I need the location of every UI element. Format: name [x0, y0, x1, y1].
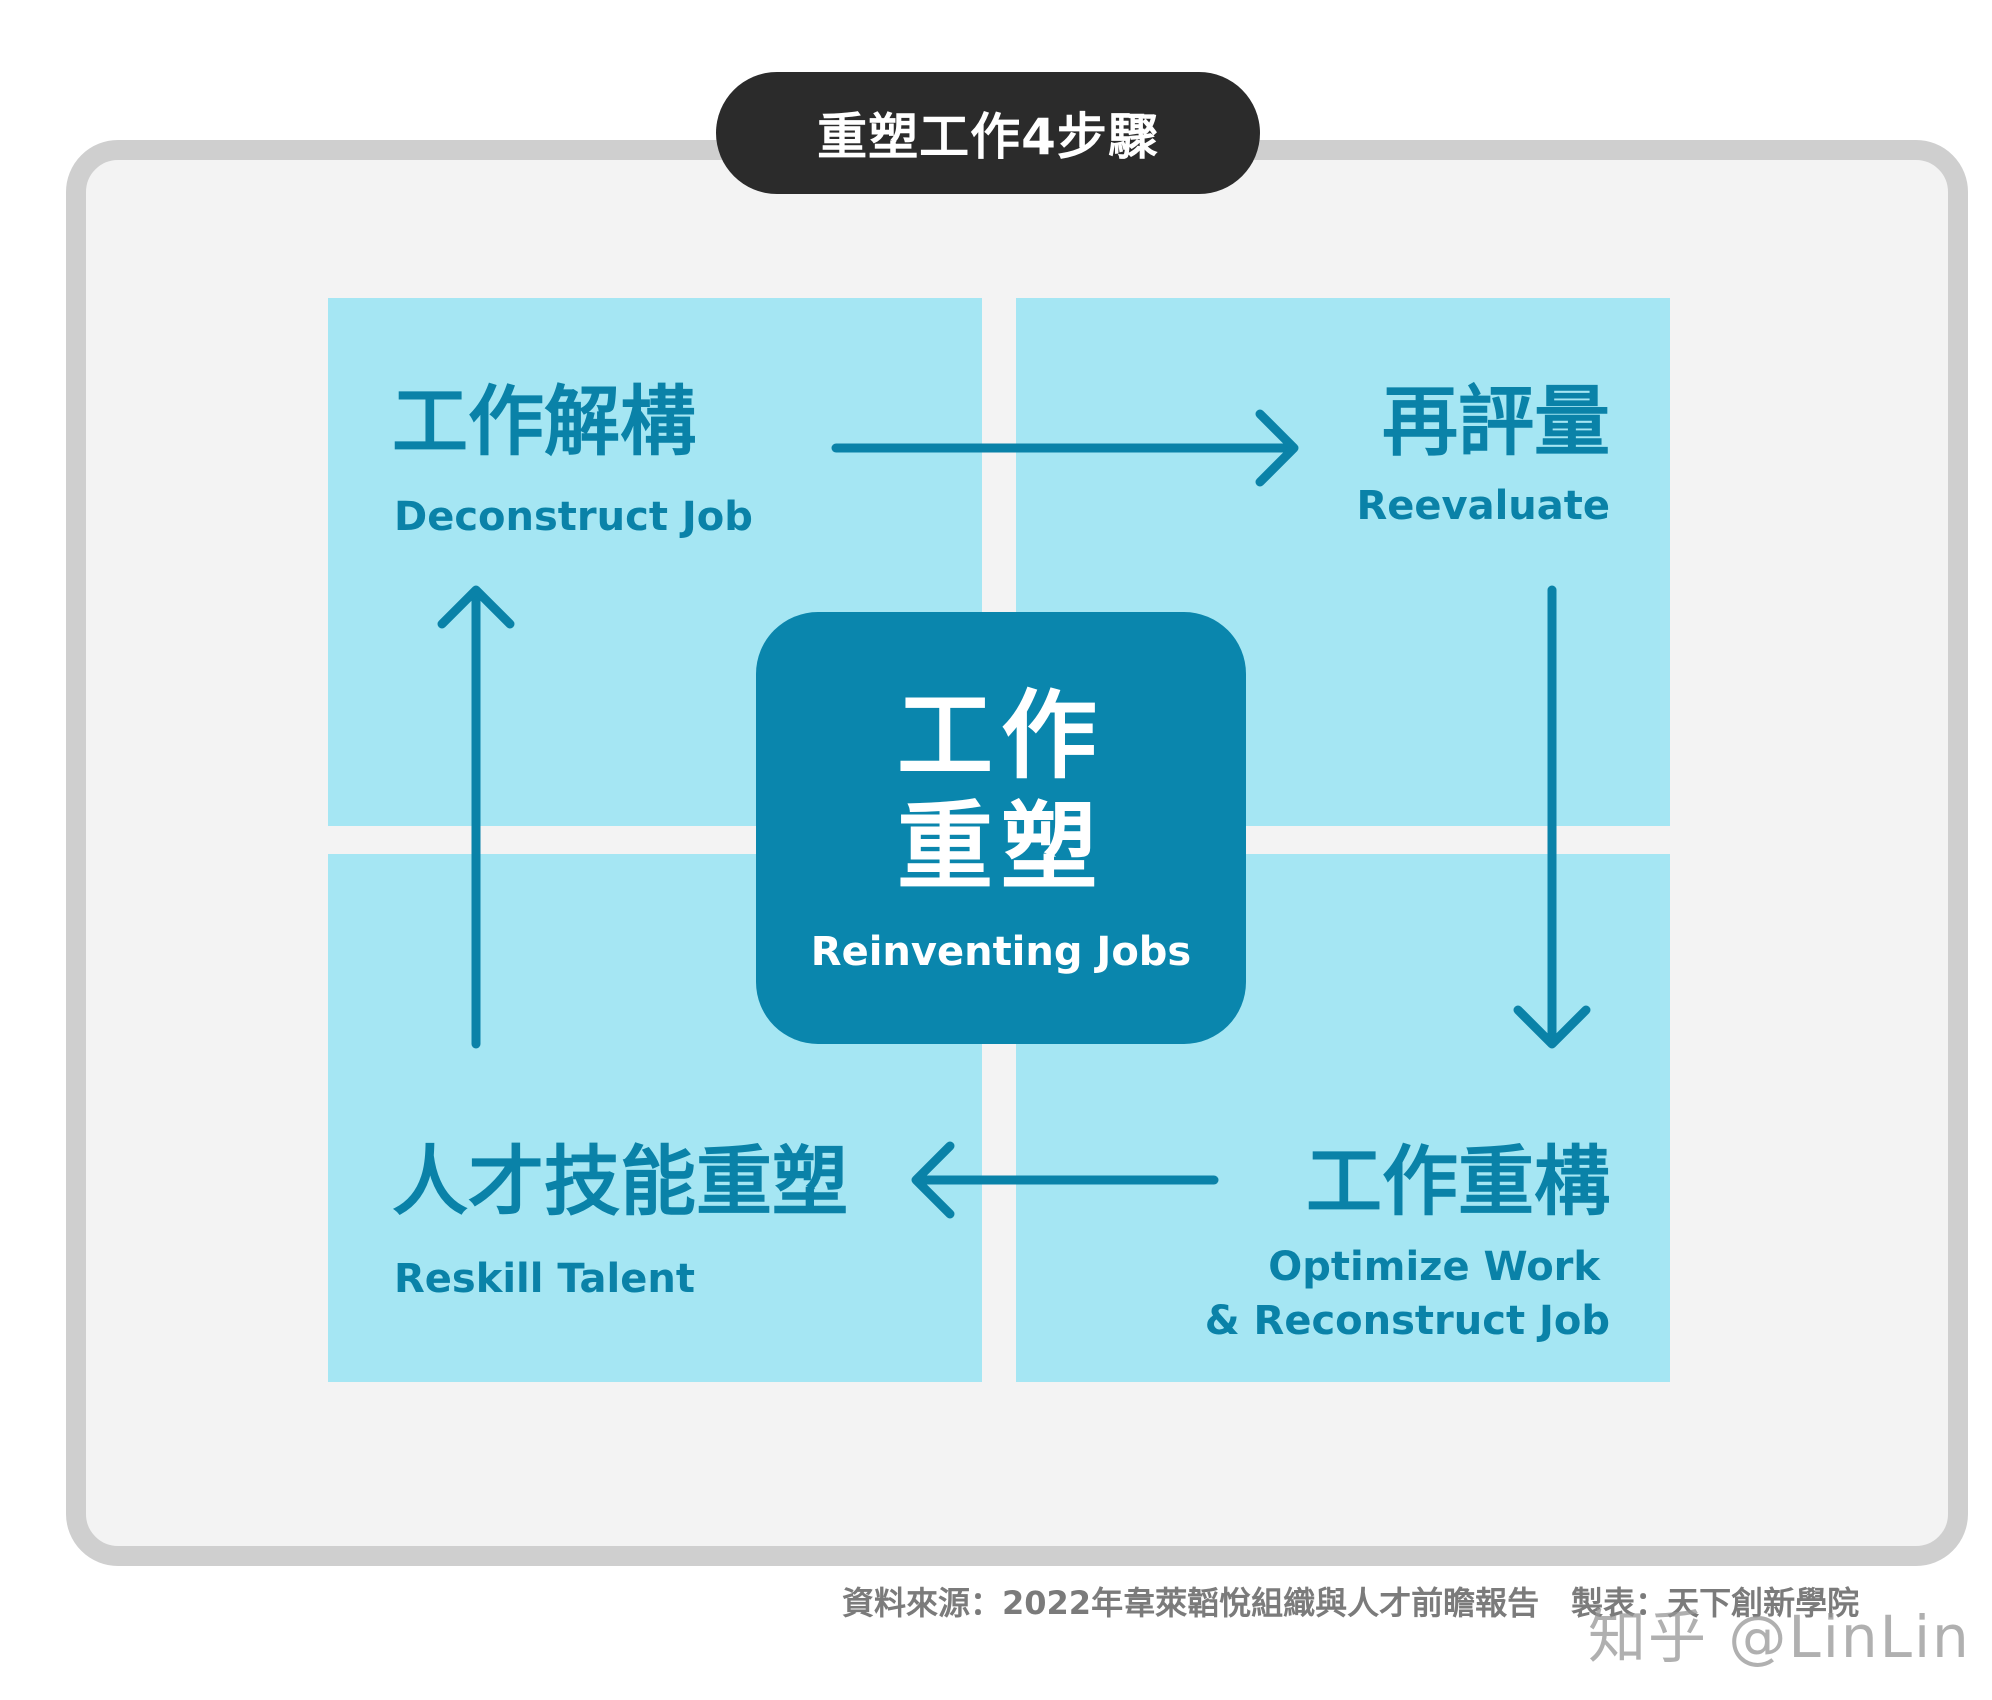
arrow-right-icon	[831, 409, 1299, 487]
center-subtitle: Reinventing Jobs	[810, 929, 1192, 976]
step-reconstruct-subtitle-line1: Optimize Work	[1268, 1244, 1600, 1290]
watermark: 知乎 @LinLin	[1588, 1603, 1971, 1671]
step-reconstruct-title: 工作重構	[1306, 1137, 1610, 1226]
center-title-line1: 工作	[897, 679, 1105, 792]
step-reevaluate-title: 再評量	[1382, 377, 1610, 466]
diagram-title: 重塑工作4步驟	[716, 72, 1260, 194]
step-deconstruct-title: 工作解構	[392, 377, 696, 466]
source-credit: 資料來源：2022年韋萊韜悅組織與人才前瞻報告 製表：天下創新學院	[842, 1584, 1860, 1622]
center-hub: 工作 重塑 Reinventing Jobs	[756, 612, 1246, 1044]
step-deconstruct-subtitle: Deconstruct Job	[394, 494, 753, 540]
arrow-down-icon	[1513, 585, 1591, 1049]
step-reskill-subtitle: Reskill Talent	[394, 1256, 695, 1302]
arrow-left-icon	[911, 1141, 1219, 1219]
arrow-up-icon	[437, 585, 515, 1049]
step-reconstruct-subtitle-line2: & Reconstruct Job	[1204, 1298, 1610, 1344]
step-reevaluate-subtitle: Reevaluate	[1356, 483, 1610, 529]
center-title-line2: 重塑	[897, 791, 1105, 903]
step-reskill-title: 人才技能重塑	[392, 1137, 848, 1226]
